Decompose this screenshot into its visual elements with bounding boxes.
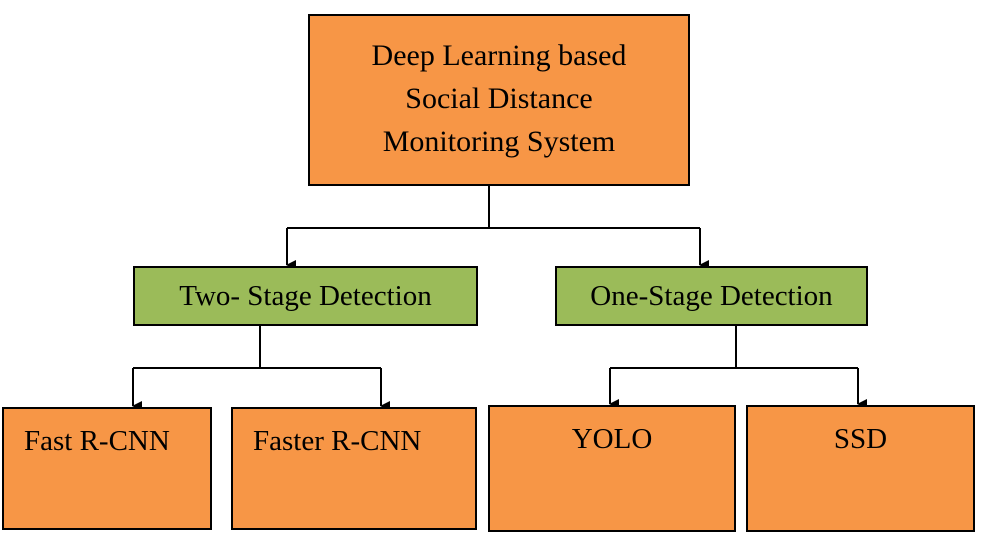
root-line-3: Monitoring System (382, 125, 616, 158)
root-line-2: Social Distance (405, 82, 593, 115)
ssd-node: SSD (746, 405, 975, 532)
one-stage-label: One-Stage Detection (590, 279, 833, 312)
root-node: Deep Learning based Social Distance Moni… (308, 14, 690, 186)
one-stage-node: One-Stage Detection (555, 266, 868, 326)
faster-rcnn-node: Faster R-CNN (231, 407, 477, 530)
fast-rcnn-label: Fast R-CNN (24, 425, 170, 457)
root-line-1: Deep Learning based (371, 39, 627, 72)
two-stage-node: Two- Stage Detection (133, 266, 478, 326)
two-stage-label: Two- Stage Detection (179, 279, 432, 312)
yolo-node: YOLO (488, 405, 736, 532)
fast-rcnn-node: Fast R-CNN (2, 407, 212, 530)
ssd-label: SSD (833, 423, 888, 455)
faster-rcnn-label: Faster R-CNN (253, 425, 422, 457)
yolo-label: YOLO (571, 423, 653, 455)
